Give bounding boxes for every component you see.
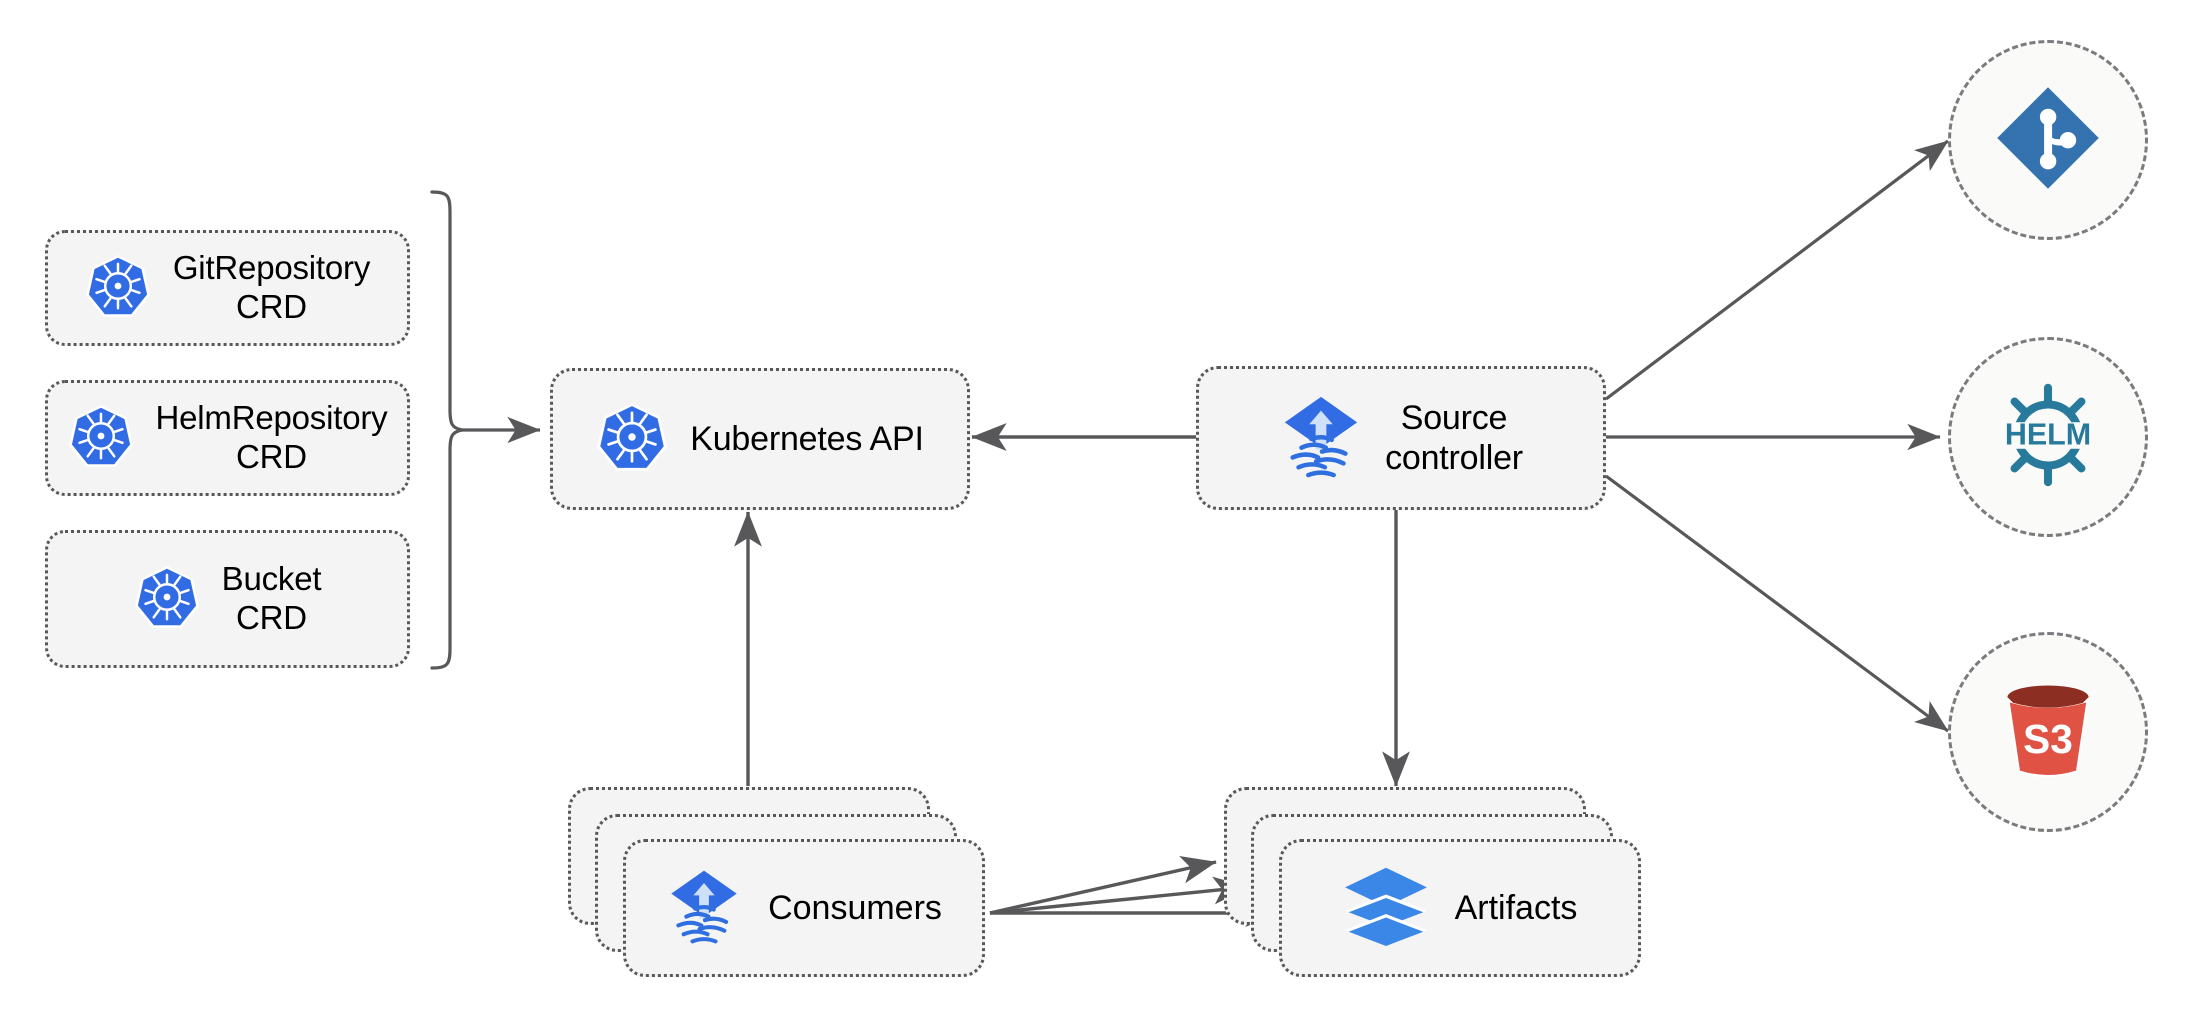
flux-icon xyxy=(666,867,742,950)
artifacts-card-front[interactable]: Artifacts xyxy=(1279,839,1641,977)
endpoint-git[interactable] xyxy=(1948,40,2148,240)
node-label: Consumers xyxy=(768,888,942,927)
node-consumers-stack[interactable]: Consumers xyxy=(568,787,988,977)
crd-label: HelmRepository CRD xyxy=(155,399,388,475)
arrow-consumers-to-artifacts-mid xyxy=(989,876,1249,915)
s3-wordmark: S3 xyxy=(2023,716,2073,762)
node-label: Source controller xyxy=(1385,398,1523,477)
helm-wordmark: HELM xyxy=(2005,417,2091,451)
node-bucket-crd[interactable]: Bucket CRD xyxy=(45,530,410,668)
arrow-controller-to-git xyxy=(1605,139,1949,401)
node-source-controller[interactable]: Source controller xyxy=(1196,366,1606,510)
layers-icon xyxy=(1343,866,1429,951)
arrow-controller-to-s3 xyxy=(1605,474,1949,733)
arrow-consumers-to-artifacts-back xyxy=(989,856,1217,915)
node-label: Kubernetes API xyxy=(690,419,924,458)
crd-label: GitRepository CRD xyxy=(172,249,371,325)
node-artifacts-stack[interactable]: Artifacts xyxy=(1224,787,1644,977)
crd-label: Bucket CRD xyxy=(221,560,322,636)
kubernetes-icon xyxy=(134,564,200,635)
node-kubernetes-api[interactable]: Kubernetes API xyxy=(550,368,970,510)
endpoint-s3[interactable]: S3 xyxy=(1948,632,2148,832)
kubernetes-icon xyxy=(85,253,151,324)
crd-group-brace xyxy=(430,190,463,670)
kubernetes-icon xyxy=(596,401,668,478)
s3-icon: S3 xyxy=(1990,672,2106,793)
node-label: Artifacts xyxy=(1454,888,1578,927)
kubernetes-icon xyxy=(68,403,134,474)
consumers-card-front[interactable]: Consumers xyxy=(623,839,985,977)
helm-icon: HELM xyxy=(1989,376,2107,499)
endpoint-helm[interactable]: HELM xyxy=(1948,337,2148,537)
node-gitrepository-crd[interactable]: GitRepository CRD xyxy=(45,230,410,346)
node-helmrepository-crd[interactable]: HelmRepository CRD xyxy=(45,380,410,496)
flux-icon xyxy=(1279,393,1363,484)
git-icon xyxy=(1994,84,2102,197)
